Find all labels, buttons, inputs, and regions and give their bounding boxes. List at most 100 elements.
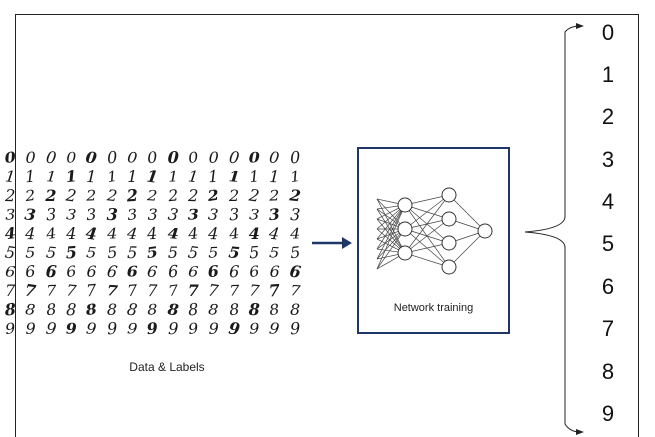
digit-sample: 9 <box>268 318 281 339</box>
digit-sample: 7 <box>207 280 220 301</box>
digit-sample: 2 <box>45 186 56 205</box>
digit-sample: 7 <box>268 280 281 301</box>
digit-sample: 5 <box>65 242 78 263</box>
digit-sample: 3 <box>228 204 240 225</box>
digit-sample: 0 <box>44 147 57 168</box>
digit-sample: 5 <box>186 242 200 263</box>
digit-sample: 6 <box>207 261 220 282</box>
digit-sample: 9 <box>227 318 241 339</box>
network-training-label: Network training <box>393 302 474 314</box>
digit-sample: 6 <box>45 261 57 282</box>
right-arrow-icon <box>312 237 352 249</box>
digit-sample: 3 <box>207 204 220 225</box>
digit-sample: 4 <box>126 223 138 244</box>
digit-sample: 8 <box>289 300 300 319</box>
digit-sample: 8 <box>147 300 158 319</box>
digit-sample: 6 <box>269 262 280 281</box>
network-node <box>477 223 493 239</box>
digit-sample: 0 <box>3 148 17 167</box>
digit-sample: 4 <box>3 223 17 244</box>
digit-sample: 2 <box>288 185 302 206</box>
digit-sample: 2 <box>126 185 139 206</box>
digit-sample: 4 <box>66 224 76 243</box>
digit-sample: 2 <box>247 185 261 206</box>
digit-sample: 5 <box>44 242 57 263</box>
digit-sample: 7 <box>45 281 56 300</box>
digit-sample: 0 <box>65 148 77 167</box>
network-connection <box>376 204 406 250</box>
network-connection <box>448 230 486 268</box>
digit-sample: 1 <box>105 167 118 186</box>
digit-sample: 8 <box>248 299 260 320</box>
digit-sample: 4 <box>227 224 240 243</box>
digit-sample: 5 <box>3 242 17 263</box>
digit-sample: 7 <box>289 281 301 300</box>
digit-sample: 6 <box>24 261 37 282</box>
digit-sample: 6 <box>86 262 97 281</box>
digit-sample: 9 <box>4 319 16 338</box>
digit-sample: 2 <box>146 186 158 205</box>
digit-sample: 9 <box>248 319 260 338</box>
digit-sample: 5 <box>105 242 118 263</box>
output-brace <box>524 23 584 435</box>
digit-sample: 3 <box>248 205 260 224</box>
digit-sample: 1 <box>86 166 97 187</box>
network-node <box>397 221 413 237</box>
network-connection <box>404 242 450 254</box>
digit-sample: 8 <box>44 299 57 320</box>
digit-sample: 5 <box>248 242 260 263</box>
digit-sample: 4 <box>44 224 57 243</box>
digit-sample: 9 <box>65 319 77 338</box>
digit-sample: 2 <box>86 186 97 205</box>
network-connection <box>448 194 486 232</box>
digit-sample: 0 <box>167 147 179 168</box>
network-training-box: Network training <box>357 147 510 334</box>
digit-sample: 3 <box>4 205 16 224</box>
digit-sample: 9 <box>106 318 118 339</box>
digit-sample: 0 <box>208 148 219 167</box>
digit-sample: 8 <box>166 299 179 320</box>
digit-sample: 5 <box>289 242 301 263</box>
digit-sample: 2 <box>64 185 78 206</box>
digit-sample: 0 <box>25 148 36 167</box>
digit-sample: 2 <box>4 185 16 206</box>
digit-sample: 3 <box>289 204 300 225</box>
digit-sample: 3 <box>65 205 77 224</box>
digit-sample: 1 <box>4 166 16 187</box>
digit-sample: 4 <box>84 223 98 244</box>
digit-sample: 8 <box>65 299 77 320</box>
digit-sample: 6 <box>228 261 239 282</box>
output-class-label: 1 <box>601 62 615 87</box>
digit-sample: 7 <box>147 280 158 301</box>
digit-sample: 6 <box>167 261 179 282</box>
digit-sample: 4 <box>187 223 199 244</box>
digit-sample: 1 <box>207 166 219 187</box>
digit-sample: 4 <box>289 224 300 243</box>
digit-sample: 9 <box>85 318 98 339</box>
digit-sample: 1 <box>269 166 280 187</box>
digit-sample: 8 <box>208 300 219 319</box>
digit-sample: 1 <box>145 166 160 187</box>
network-connection <box>376 204 406 270</box>
network-node <box>441 187 457 203</box>
digit-sample: 1 <box>64 166 78 187</box>
digit-sample: 9 <box>289 318 301 339</box>
digit-sample: 3 <box>268 204 281 225</box>
digit-sample: 8 <box>4 299 16 320</box>
network-node <box>441 211 457 227</box>
network-connection <box>404 194 450 230</box>
digit-sample: 8 <box>228 299 240 320</box>
digit-sample: 3 <box>126 205 139 224</box>
digit-sample: 0 <box>289 147 301 168</box>
digit-sample: 2 <box>24 186 37 205</box>
digit-sample: 4 <box>25 223 36 244</box>
digit-sample: 1 <box>167 167 178 186</box>
digit-sample: 1 <box>187 166 199 187</box>
digit-sample: 9 <box>44 318 57 339</box>
